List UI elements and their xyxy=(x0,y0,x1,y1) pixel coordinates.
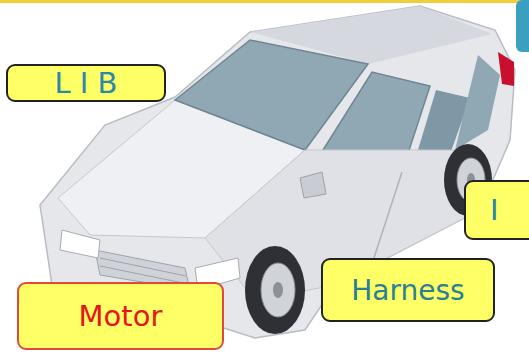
part-name: I xyxy=(490,193,499,227)
part-name: Harness xyxy=(351,274,464,307)
cut-off-tab xyxy=(516,0,529,52)
part-name: Motor xyxy=(79,299,163,333)
part-name: L I B xyxy=(54,66,117,100)
part-label: I xyxy=(464,180,529,240)
top-rule xyxy=(0,0,529,3)
part-label: Harness xyxy=(321,258,495,322)
front-wheel xyxy=(245,246,305,334)
highlighted-part-label: Motor xyxy=(17,282,224,350)
part-label: L I B xyxy=(6,64,166,102)
